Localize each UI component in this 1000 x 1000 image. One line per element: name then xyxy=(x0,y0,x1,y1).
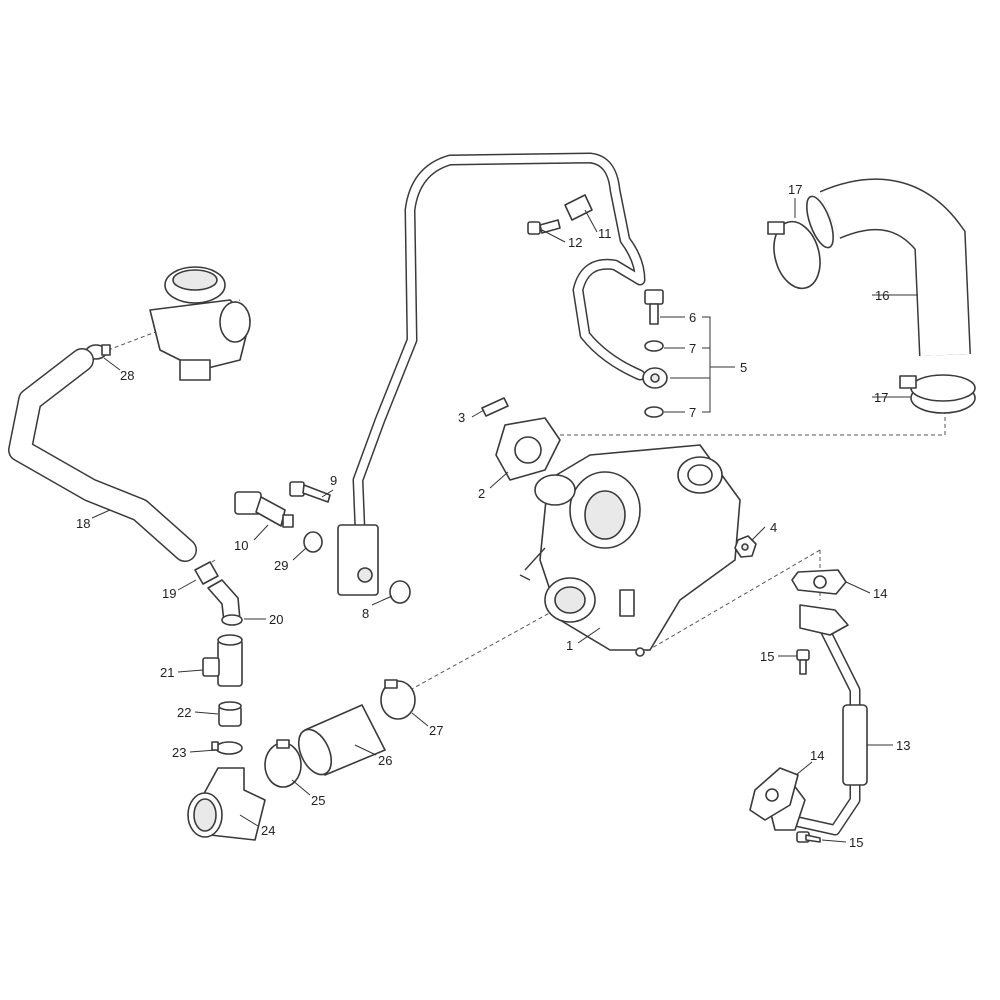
callout-24: 24 xyxy=(261,823,275,838)
callout-17-upper: 17 xyxy=(788,182,802,197)
sensor-washer xyxy=(303,531,323,553)
callout-22: 22 xyxy=(177,705,191,720)
callout-6: 6 xyxy=(689,310,696,325)
callout-labels: 17 16 17 12 11 6 7 5 7 3 2 9 10 29 8 4 1… xyxy=(76,182,910,850)
pipe-clip xyxy=(564,194,593,221)
callout-13: 13 xyxy=(896,738,910,753)
clamp-27 xyxy=(380,679,416,720)
return-bolt-lower xyxy=(796,831,821,843)
callout-11: 11 xyxy=(598,226,612,241)
vacuum-valve xyxy=(149,266,251,381)
callout-12: 12 xyxy=(568,235,582,250)
callout-4: 4 xyxy=(770,520,777,535)
washer-lower xyxy=(644,406,664,418)
return-gasket-upper xyxy=(791,569,847,595)
hose-clamp-upper xyxy=(767,220,821,290)
callout-19: 19 xyxy=(162,586,176,601)
callout-15-upper: 15 xyxy=(760,649,774,664)
callout-9: 9 xyxy=(330,473,337,488)
callout-1: 1 xyxy=(566,638,573,653)
callout-17-lower: 17 xyxy=(874,390,888,405)
callout-23: 23 xyxy=(172,745,186,760)
callout-3: 3 xyxy=(458,410,465,425)
callout-5: 5 xyxy=(740,360,747,375)
callout-26: 26 xyxy=(378,753,392,768)
return-gasket-lower xyxy=(749,767,799,821)
pressure-sensor xyxy=(234,491,294,528)
clip-bolt xyxy=(527,219,561,235)
callout-27: 27 xyxy=(429,723,443,738)
washer-upper xyxy=(644,340,664,352)
banjo-bolt xyxy=(644,289,664,325)
oil-feed-pipe xyxy=(337,152,668,596)
callout-20: 20 xyxy=(269,612,283,627)
callout-18: 18 xyxy=(76,516,90,531)
vacuum-hose xyxy=(8,348,197,562)
callout-leaders xyxy=(91,198,918,843)
callout-15-lower: 15 xyxy=(849,835,863,850)
banjo-flange-bolt xyxy=(289,481,331,503)
stud xyxy=(481,397,509,417)
flange-washer xyxy=(389,580,411,604)
intake-adapter xyxy=(187,767,266,841)
clamp-25 xyxy=(264,739,302,788)
callout-7-upper: 7 xyxy=(689,341,696,356)
callout-14-upper: 14 xyxy=(873,586,887,601)
hose-clamp-lower xyxy=(899,374,976,414)
callout-7-lower: 7 xyxy=(689,405,696,420)
elbow-connector xyxy=(207,579,243,626)
nut xyxy=(734,535,757,558)
callout-8: 8 xyxy=(362,606,369,621)
return-bolt-upper xyxy=(796,649,810,675)
callout-14-lower: 14 xyxy=(810,748,824,763)
callout-25: 25 xyxy=(311,793,325,808)
banjo-hole xyxy=(650,373,660,383)
intercooler-hose xyxy=(297,704,386,776)
pipe-flange-block xyxy=(337,524,379,596)
callout-21: 21 xyxy=(160,665,174,680)
turbocharger xyxy=(519,444,741,657)
hose-clip-19 xyxy=(194,561,219,585)
intake-hose xyxy=(806,178,971,357)
t-connector xyxy=(202,634,243,687)
callout-16: 16 xyxy=(875,288,889,303)
callout-29: 29 xyxy=(274,558,288,573)
flange-hole xyxy=(357,567,373,583)
turbo-gasket xyxy=(495,417,561,481)
clamp-23 xyxy=(211,741,243,755)
callout-28: 28 xyxy=(120,368,134,383)
sleeve xyxy=(218,701,242,727)
callout-10: 10 xyxy=(234,538,248,553)
callout-2: 2 xyxy=(478,486,485,501)
